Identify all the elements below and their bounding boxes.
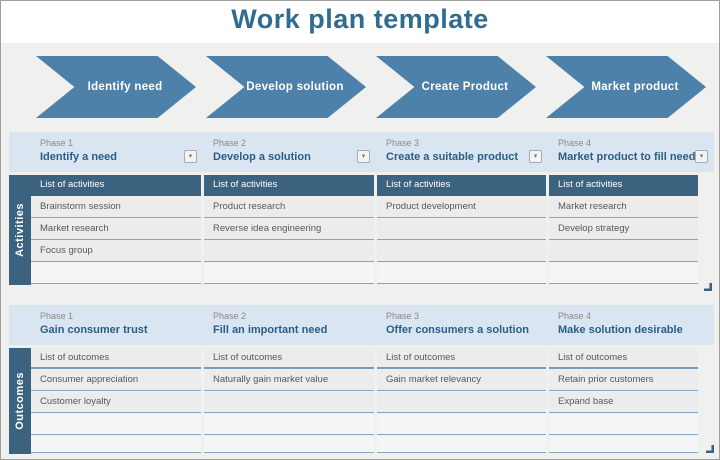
table-row: Brainstorm session Product research Prod… bbox=[1, 197, 719, 219]
phase-title: Market product to fill need bbox=[558, 151, 696, 163]
filter-dropdown-button[interactable]: ▾ bbox=[695, 150, 708, 163]
column-header: List of activities bbox=[31, 175, 201, 196]
table-row bbox=[1, 263, 719, 285]
filter-dropdown-button[interactable]: ▾ bbox=[529, 150, 542, 163]
table-row: Focus group bbox=[1, 241, 719, 263]
table-cell[interactable]: Gain market relevancy bbox=[377, 370, 546, 391]
phase-cell[interactable]: Phase 4 Make solution desirable bbox=[549, 305, 714, 345]
phase-cell[interactable]: Phase 4 Market product to fill need ▾ bbox=[549, 132, 714, 172]
table-cell[interactable] bbox=[377, 414, 546, 435]
table-cell[interactable] bbox=[377, 436, 546, 453]
table-row bbox=[1, 436, 719, 458]
row-group-label-activities: Activities bbox=[9, 175, 31, 285]
phase-cell[interactable]: Phase 3 Create a suitable product ▾ bbox=[377, 132, 548, 172]
chevron-down-icon: ▾ bbox=[361, 153, 366, 160]
table-cell[interactable] bbox=[31, 414, 201, 435]
arrow-label: Develop solution bbox=[246, 81, 344, 93]
chevron-down-icon: ▾ bbox=[699, 153, 704, 160]
arrow-label: Create Product bbox=[421, 81, 509, 93]
table-cell[interactable]: Product development bbox=[377, 197, 546, 218]
phase-title: Make solution desirable bbox=[558, 324, 683, 336]
filter-dropdown-button[interactable]: ▾ bbox=[357, 150, 370, 163]
table-cell[interactable] bbox=[549, 241, 698, 262]
arrow-label: Market product bbox=[591, 81, 679, 93]
phase-title: Develop a solution bbox=[213, 151, 311, 163]
title-band bbox=[1, 1, 719, 43]
table-row: Customer loyalty Expand base bbox=[1, 392, 719, 414]
phase-title: Gain consumer trust bbox=[40, 324, 148, 336]
column-header: List of outcomes bbox=[31, 348, 201, 369]
table-cell[interactable] bbox=[204, 414, 374, 435]
table-cell[interactable]: Naturally gain market value bbox=[204, 370, 374, 391]
table-cell[interactable]: Develop strategy bbox=[549, 219, 698, 240]
column-header: List of outcomes bbox=[549, 348, 698, 369]
table-cell[interactable] bbox=[204, 263, 374, 284]
column-header: List of activities bbox=[204, 175, 374, 196]
table-cell[interactable] bbox=[204, 436, 374, 453]
table-cell[interactable]: Market research bbox=[549, 197, 698, 218]
table-cell[interactable] bbox=[31, 263, 201, 284]
phase-number: Phase 2 bbox=[213, 311, 247, 321]
phase-number: Phase 4 bbox=[558, 311, 592, 321]
page-title: Work plan template bbox=[231, 4, 489, 34]
table-cell[interactable]: Focus group bbox=[31, 241, 201, 262]
phase-header-band-activities: Phase 1 Identify a need ▾ Phase 2 Develo… bbox=[9, 132, 714, 172]
table-cell[interactable]: Reverse idea engineering bbox=[204, 219, 374, 240]
process-arrow-4: Market product bbox=[546, 56, 706, 118]
row-group-label-outcomes: Outcomes bbox=[9, 348, 31, 454]
phase-title: Fill an important need bbox=[213, 324, 328, 336]
phase-number: Phase 2 bbox=[213, 138, 247, 148]
table-cell[interactable] bbox=[377, 241, 546, 262]
table-cell[interactable] bbox=[377, 392, 546, 413]
column-header: List of outcomes bbox=[377, 348, 546, 369]
process-arrow-3: Create Product bbox=[376, 56, 536, 118]
table-cell[interactable] bbox=[31, 436, 201, 453]
table-cell[interactable] bbox=[549, 263, 698, 284]
phase-cell[interactable]: Phase 3 Offer consumers a solution bbox=[377, 305, 548, 345]
chevron-down-icon: ▾ bbox=[533, 153, 538, 160]
table-cell[interactable]: Market research bbox=[31, 219, 201, 240]
process-arrow-1: Identify need bbox=[36, 56, 196, 118]
table-cell[interactable]: Customer loyalty bbox=[31, 392, 201, 413]
column-header: List of outcomes bbox=[204, 348, 374, 369]
table-cell[interactable] bbox=[549, 414, 698, 435]
table-cell[interactable]: Product research bbox=[204, 197, 374, 218]
table-cell[interactable]: Brainstorm session bbox=[31, 197, 201, 218]
phase-header-band-outcomes: Phase 1 Gain consumer trust Phase 2 Fill… bbox=[9, 305, 714, 345]
phase-number: Phase 3 bbox=[386, 311, 420, 321]
process-arrow-2: Develop solution bbox=[206, 56, 366, 118]
phase-number: Phase 1 bbox=[40, 138, 74, 148]
phase-number: Phase 3 bbox=[386, 138, 420, 148]
phase-title: Create a suitable product bbox=[386, 151, 519, 163]
table-cell[interactable]: Consumer appreciation bbox=[31, 370, 201, 391]
table-header-row: List of outcomes List of outcomes List o… bbox=[1, 348, 719, 370]
table-header-row: List of activities List of activities Li… bbox=[1, 175, 719, 197]
table-cell[interactable] bbox=[377, 219, 546, 240]
table-row: Market research Reverse idea engineering… bbox=[1, 219, 719, 241]
phase-title: Offer consumers a solution bbox=[386, 324, 530, 336]
phase-cell[interactable]: Phase 1 Gain consumer trust bbox=[31, 305, 203, 345]
table-cell[interactable]: Expand base bbox=[549, 392, 698, 413]
phase-number: Phase 4 bbox=[558, 138, 592, 148]
phase-number: Phase 1 bbox=[40, 311, 74, 321]
phase-cell[interactable]: Phase 2 Develop a solution ▾ bbox=[204, 132, 376, 172]
filter-dropdown-button[interactable]: ▾ bbox=[184, 150, 197, 163]
chevron-down-icon: ▾ bbox=[188, 153, 193, 160]
table-cell[interactable]: Retain prior customers bbox=[549, 370, 698, 391]
column-header: List of activities bbox=[549, 175, 698, 196]
table-row bbox=[1, 414, 719, 436]
phase-title: Identify a need bbox=[40, 151, 118, 163]
table-cell[interactable] bbox=[377, 263, 546, 284]
phase-cell[interactable]: Phase 2 Fill an important need bbox=[204, 305, 376, 345]
table-cell[interactable] bbox=[204, 241, 374, 262]
table-cell[interactable] bbox=[549, 436, 698, 453]
phase-cell[interactable]: Phase 1 Identify a need ▾ bbox=[31, 132, 203, 172]
table-row: Consumer appreciation Naturally gain mar… bbox=[1, 370, 719, 392]
column-header: List of activities bbox=[377, 175, 546, 196]
table-cell[interactable] bbox=[204, 392, 374, 413]
arrow-label: Identify need bbox=[87, 81, 163, 93]
